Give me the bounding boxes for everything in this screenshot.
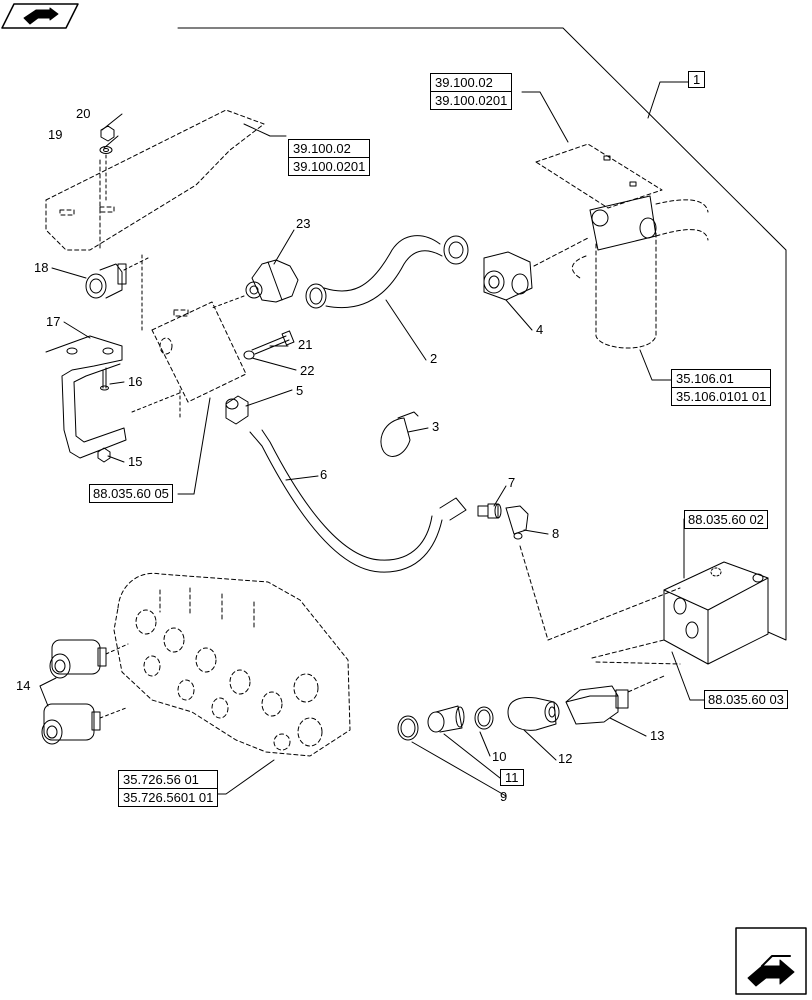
part-number-15: 15 [128,454,143,469]
ref-valve-1: 35.726.56 01 [123,772,199,787]
part-number-9: 9 [500,789,508,804]
part-number-19: 19 [48,127,63,142]
ref-bracket-2: 39.100.0201 [289,157,370,175]
o-ring-9 [397,715,419,741]
ref-box-valve[interactable]: 35.726.56 01 35.726.5601 01 [118,770,219,807]
part-number-2: 2 [430,351,438,366]
kit-1-bracket-line [177,27,787,641]
hydraulic-block [663,561,769,665]
filter-assembly [535,143,709,349]
part-number-17: 17 [46,314,61,329]
washer-22 [243,350,255,360]
nut-20 [100,125,115,142]
part-number-20: 20 [76,106,91,121]
coupler-14-top [49,639,107,679]
ref-bracket-1: 39.100.02 [293,141,351,156]
kit-label-1: 1 [688,71,706,88]
ref-box-filter[interactable]: 35.106.01 35.106.0101 01 [671,369,772,406]
fitting-7 [477,503,502,519]
part-number-8: 8 [552,526,560,541]
t-fitting-4 [483,251,533,301]
part-number-3: 3 [432,419,440,434]
ref-filter-2: 35.106.0101 01 [672,387,771,405]
part-number-12: 12 [558,751,573,766]
ref-valve-2: 35.726.5601 01 [119,788,218,806]
ref-box-bracket-block[interactable]: 88.035.60 05 [89,484,173,503]
center-block [151,301,247,403]
o-ring-10 [474,706,494,730]
part-number-13: 13 [650,728,665,743]
part-number-23: 23 [296,216,311,231]
part-number-18: 18 [34,260,49,275]
next-page-icon[interactable] [735,927,807,995]
bolt-21 [251,330,295,355]
strap-3 [380,411,419,457]
ref-filter-mount-2: 39.100.0201 [431,91,512,109]
coupler-13 [565,685,629,725]
hose-2 [305,235,469,309]
coupler-14-bottom [41,703,101,745]
previous-page-icon[interactable] [1,3,79,29]
fitting-5 [225,395,249,425]
mounting-plate [45,109,265,251]
fitting-23 [245,259,299,303]
elbow-8 [505,505,529,540]
bracket-17 [45,335,127,459]
fitting-18 [85,263,127,299]
kit-label-11: 11 [500,769,524,786]
ref-box-block-bottom[interactable]: 88.035.60 03 [704,690,788,709]
ref-box-block-top[interactable]: 88.035.60 02 [684,510,768,529]
leader-lines [39,81,705,797]
bolt-16 [100,367,109,391]
part-number-21: 21 [298,337,313,352]
hose-6 [249,429,467,573]
part-number-22: 22 [300,363,315,378]
washer-19 [99,146,113,154]
ref-box-bracket[interactable]: 39.100.02 39.100.0201 [288,139,371,176]
ref-filter-1: 35.106.01 [676,371,734,386]
part-number-10: 10 [492,749,507,764]
part-number-6: 6 [320,467,328,482]
part-number-4: 4 [536,322,544,337]
part-number-16: 16 [128,374,143,389]
part-number-5: 5 [296,383,304,398]
adapter-9 [427,705,465,733]
control-valve [113,572,351,757]
part-number-7: 7 [508,475,516,490]
part-number-14: 14 [16,678,31,693]
ref-filter-mount-1: 39.100.02 [435,75,493,90]
nut-15 [97,447,111,463]
ref-box-filter-mount[interactable]: 39.100.02 39.100.0201 [430,73,513,110]
coupler-12 [507,697,560,731]
